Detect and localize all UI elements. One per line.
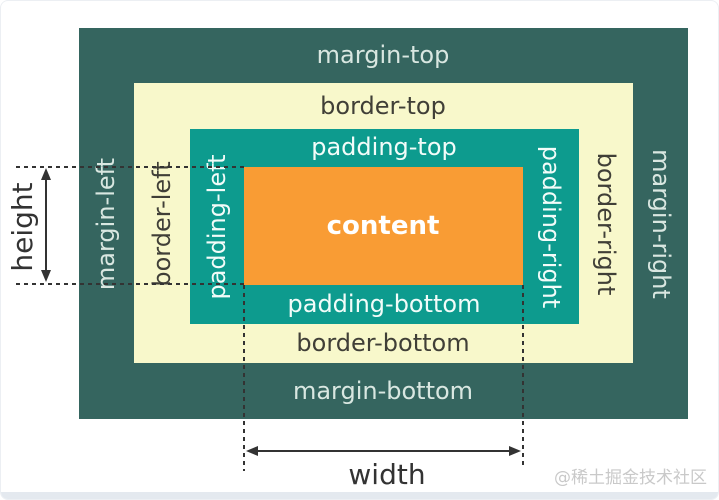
width-measure-label: width (348, 458, 426, 491)
bottom-edge-strip (1, 492, 718, 499)
height-arrow-up-icon (41, 168, 51, 180)
label-margin-left: margin-left (92, 157, 120, 291)
label-padding-bottom: padding-bottom (287, 290, 481, 318)
label-padding-top: padding-top (311, 133, 457, 161)
label-margin-top: margin-top (316, 41, 450, 69)
label-border-left: border-left (148, 161, 176, 287)
label-border-right: border-right (592, 152, 620, 296)
height-bottom-dashed-line (16, 283, 244, 285)
watermark: @稀土掘金技术社区 (554, 468, 707, 488)
width-left-dashed-line (243, 285, 245, 471)
width-arrow-left-icon (246, 446, 258, 456)
label-margin-right: margin-right (647, 149, 675, 299)
content-box (244, 167, 523, 285)
height-arrow-down-icon (41, 270, 51, 282)
label-margin-bottom: margin-bottom (292, 377, 474, 405)
height-top-dashed-line (16, 166, 244, 168)
label-content: content (326, 211, 440, 241)
height-arrow-line (45, 175, 47, 277)
label-padding-left: padding-left (203, 154, 231, 300)
width-arrow-line (255, 450, 513, 452)
label-padding-right: padding-right (537, 145, 565, 309)
label-border-top: border-top (320, 92, 446, 120)
width-arrow-right-icon (509, 446, 521, 456)
height-measure-label: height (6, 182, 39, 272)
label-border-bottom: border-bottom (296, 329, 470, 357)
width-right-dashed-line (522, 285, 524, 469)
